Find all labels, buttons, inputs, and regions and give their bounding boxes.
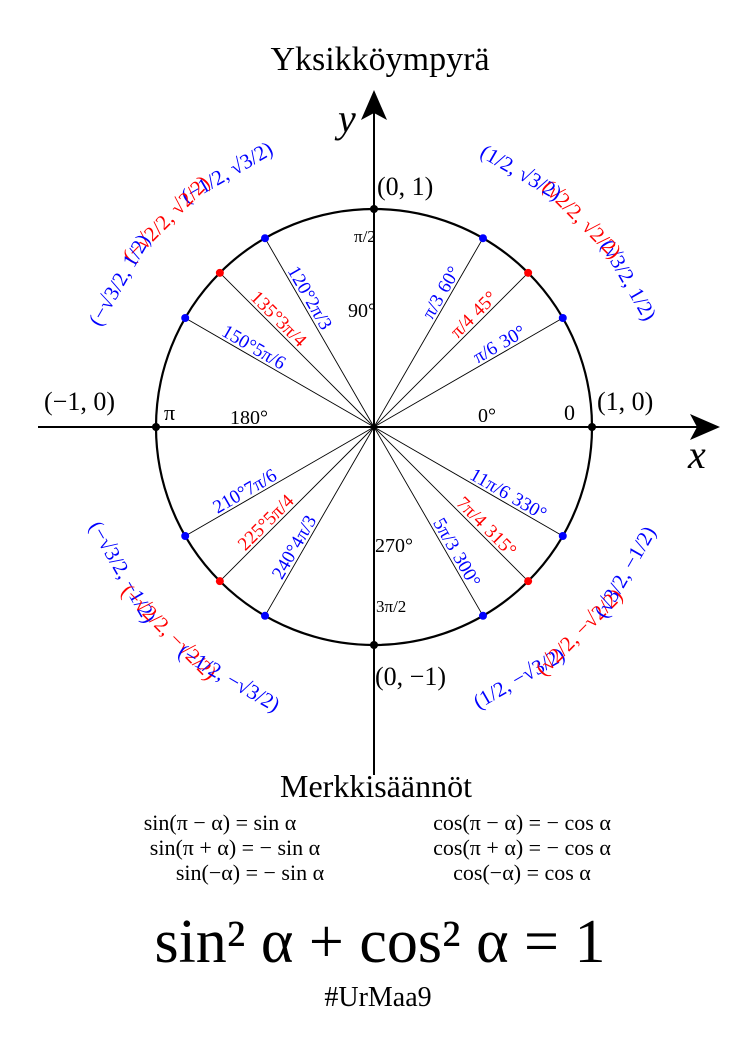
angle-label-60: π/360°: [418, 263, 465, 323]
degree-label: 315°: [480, 521, 520, 561]
coord-label-180: (−1, 0): [44, 387, 115, 416]
spoke-315: [373, 426, 529, 582]
x-axis-label: x: [687, 432, 706, 477]
coord-label-0: (1, 0): [597, 387, 653, 416]
rule-cos-2: cos(π + α) = − cos α: [433, 835, 611, 860]
point-135: [215, 268, 224, 277]
radian-label: π/4: [446, 310, 478, 342]
coord-label-90: (0, 1): [377, 172, 433, 201]
spoke-330: [373, 426, 564, 537]
rule-cos-1: cos(π − α) = − cos α: [433, 810, 611, 835]
spoke-150: [184, 317, 375, 428]
radian-label: π/6: [470, 338, 502, 368]
coord-label-240: (−1/2, −√3/2): [174, 639, 284, 716]
coord-label-330: (√3/2, −1/2): [589, 522, 661, 622]
y-axis-label: y: [334, 96, 356, 141]
point-330: [558, 532, 567, 540]
point-45: [524, 268, 533, 277]
degree-label: 45°: [468, 287, 502, 321]
point-210: [181, 532, 190, 540]
spoke-30: [373, 317, 564, 428]
spoke-240: [264, 426, 375, 617]
point-300: [479, 611, 487, 620]
radian-label-270: 3π/2: [376, 597, 406, 616]
angle-label-45: π/445°: [446, 287, 501, 342]
coord-label-60: (1/2, √3/2): [476, 139, 566, 205]
degree-label: 330°: [508, 489, 550, 525]
spoke-210: [184, 426, 375, 537]
x-axis-arrow-icon: [690, 414, 720, 440]
rule-sin-3: sin(−α) = − sin α: [176, 860, 325, 885]
pythagorean-identity: sin² α + cos² α = 1: [154, 908, 605, 976]
point-60: [479, 234, 487, 243]
radian-label: 7π/4: [452, 493, 491, 532]
spoke-225: [219, 426, 375, 582]
degree-label: 300°: [448, 549, 484, 591]
point-0: [588, 423, 596, 431]
point-240: [261, 611, 269, 620]
radian-label: 11π/6: [466, 464, 513, 504]
point-315: [524, 577, 533, 586]
point-120: [261, 234, 269, 243]
degree-label-90: 90°: [348, 300, 376, 322]
degree-label: 60°: [433, 263, 464, 297]
radian-label-180: π: [164, 400, 175, 425]
point-180: [152, 423, 160, 431]
y-axis-arrow-icon: [361, 90, 387, 120]
spoke-60: [373, 237, 484, 428]
spoke-300: [373, 426, 484, 617]
rule-cos-3: cos(−α) = cos α: [453, 860, 591, 885]
radian-label: 5π/3: [428, 515, 463, 555]
diagram-title: Yksikköympyrä: [270, 41, 489, 78]
radian-label: π/3: [418, 291, 448, 323]
point-90: [370, 205, 378, 213]
degree-label: 30°: [496, 321, 530, 352]
rule-sin-1: sin(π − α) = sin α: [144, 810, 297, 835]
point-225: [215, 577, 224, 586]
point-270: [370, 641, 378, 649]
point-30: [558, 314, 567, 322]
point-150: [181, 314, 190, 322]
radian-label-90: π/2: [354, 227, 376, 246]
degree-label-180: 180°: [230, 407, 268, 429]
rule-sin-2: sin(π + α) = − sin α: [150, 835, 321, 860]
hashtag: #UrMaa9: [324, 982, 431, 1013]
rules-heading: Merkkisäännöt: [280, 768, 472, 804]
spoke-45: [373, 272, 529, 428]
degree-label-0: 0°: [478, 405, 496, 427]
angle-label-30: π/630°: [470, 321, 530, 368]
spoke-120: [264, 237, 375, 428]
coord-label-270: (0, −1): [375, 662, 446, 691]
degree-label-270: 270°: [375, 535, 413, 557]
radian-label-0: 0: [564, 400, 575, 425]
coord-label-150: (−√3/2, 1/2): [83, 230, 155, 330]
spoke-135: [219, 272, 375, 428]
